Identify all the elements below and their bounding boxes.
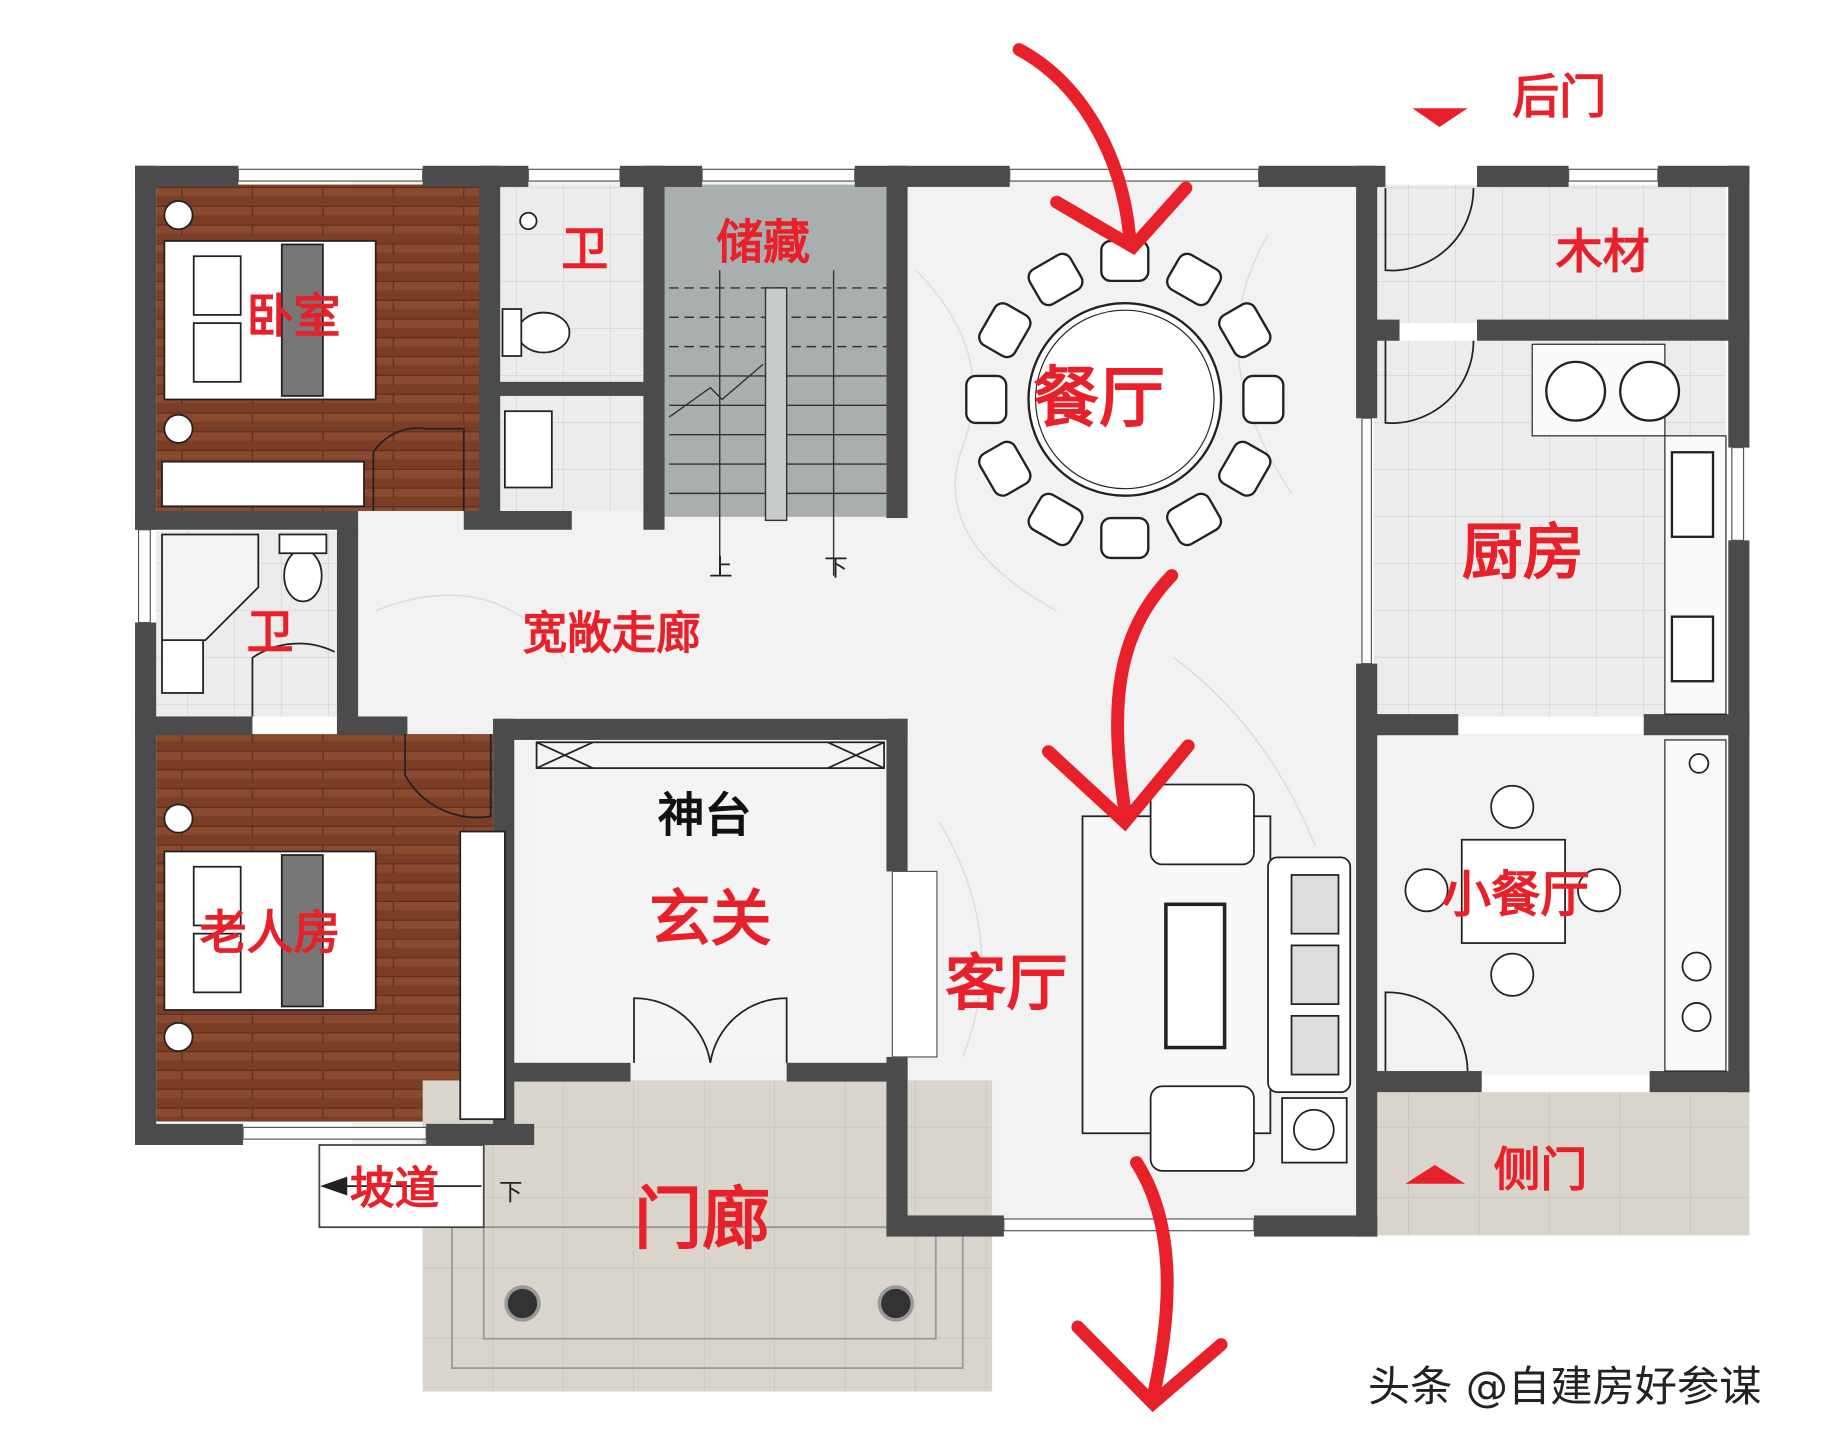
label-small-dining: 小餐厅 (1442, 865, 1590, 923)
label-corridor: 宽敞走廊 (522, 606, 700, 659)
label-back-door: 后门 (1512, 70, 1606, 125)
label-bathroom-left: 卫 (247, 605, 294, 660)
stair-up-label: 上 (709, 554, 732, 582)
dining-chair (1166, 252, 1223, 307)
dining-chair (978, 440, 1032, 497)
living-room-furniture (1081, 783, 1352, 1172)
label-wood: 木材 (1556, 225, 1650, 280)
arrow-3 (1130, 1156, 1174, 1404)
kitchen-fixtures (1531, 343, 1727, 715)
back-door-triangle-icon (1412, 108, 1468, 128)
label-elder-room: 老人房 (200, 906, 341, 961)
dining-chair (1218, 440, 1272, 497)
label-bedroom: 卧室 (247, 290, 341, 345)
wood-room-floor (1373, 184, 1726, 324)
staircase (668, 270, 887, 576)
walls (135, 165, 1750, 1237)
flow-arrows (1012, 43, 1228, 1413)
label-porch: 门廊 (634, 1179, 770, 1259)
bedroom-bed (161, 200, 377, 508)
stair-down-label: 下 (824, 554, 847, 582)
dining-chair (1027, 252, 1084, 307)
dining-chair (965, 374, 1008, 425)
label-living: 客厅 (945, 948, 1067, 1019)
label-side-door: 侧门 (1493, 1143, 1587, 1198)
dining-chair (1218, 302, 1272, 359)
shrine-cabinet (251, 188, 1475, 1072)
label-dining: 餐厅 (1033, 359, 1165, 437)
dining-chair (1027, 492, 1084, 547)
marble-veins (375, 234, 1316, 1058)
dining-table (1027, 301, 1223, 497)
label-foyer: 玄关 (649, 884, 771, 955)
elder-room-bed (163, 803, 506, 1121)
side-door-triangle-icon (1405, 1164, 1466, 1184)
label-bathroom-top: 卫 (561, 223, 608, 278)
column (877, 1285, 915, 1322)
label-storage: 储藏 (716, 216, 810, 271)
dining-chair (1100, 516, 1150, 560)
porch-border-inner (482, 1226, 937, 1340)
label-kitchen: 厨房 (1462, 517, 1584, 588)
arrow-1 (1012, 43, 1136, 242)
dining-chair (1242, 374, 1285, 425)
label-shrine: 神台 (657, 789, 751, 844)
side-porch-floor (1373, 1092, 1750, 1236)
ramp-arrow-icon (320, 1176, 482, 1196)
dining-chair (978, 302, 1032, 359)
label-ramp-down: 下 (499, 1178, 522, 1206)
small-dining-table (1404, 739, 1727, 1072)
dining-chairs (965, 239, 1285, 560)
bathroom-fixtures (161, 211, 571, 694)
foyer-floor (534, 739, 887, 1063)
windows (137, 168, 1745, 1232)
dining-chair (1166, 492, 1223, 547)
arrow-2 (1111, 569, 1179, 817)
watermark: 头条 @自建房好参谋 (1368, 1362, 1762, 1411)
column (504, 1285, 541, 1322)
label-ramp: 坡道 (350, 1162, 440, 1215)
